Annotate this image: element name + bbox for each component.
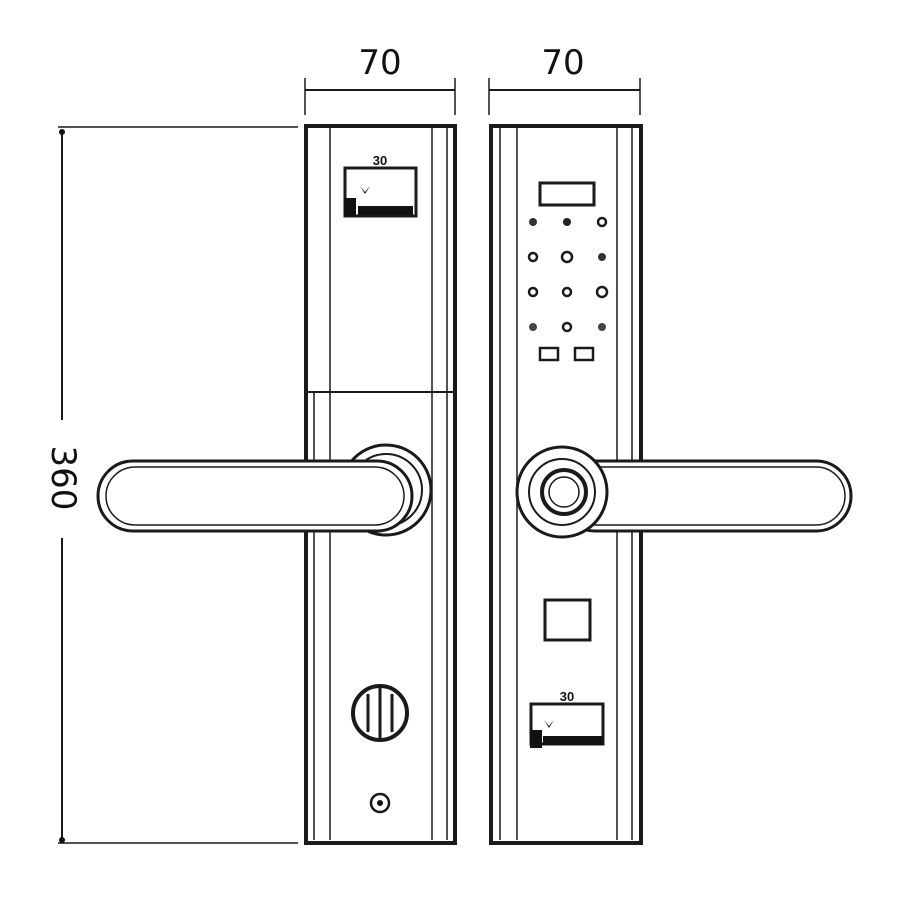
keypad-button — [529, 218, 537, 226]
dimension-back-width-label: 70 — [541, 43, 584, 83]
dimension-back-width: 70 — [488, 43, 641, 115]
fingerprint-sensor — [515, 445, 609, 539]
front-logo-number: 30 — [373, 153, 387, 168]
dimension-height: 360 — [43, 126, 298, 844]
dimension-height-label: 360 — [43, 446, 83, 511]
keypad-button — [560, 250, 574, 264]
card-reader-area — [543, 598, 592, 642]
lock-keypad-view: 30 — [489, 124, 853, 845]
emergency-keyhole-icon — [369, 792, 391, 814]
keypad-button — [598, 253, 606, 261]
keypad-button — [561, 286, 573, 298]
keypad-button — [563, 218, 571, 226]
front-logo-badge: 30 — [343, 153, 418, 218]
dimension-front-width: 70 — [304, 43, 456, 115]
keypad-function-button — [538, 346, 560, 362]
keypad-button — [527, 251, 539, 263]
keypad-button — [596, 216, 608, 228]
keypad-button — [527, 286, 539, 298]
keypad-button — [595, 285, 609, 299]
keypad-buttons — [527, 216, 609, 362]
back-logo-number: 30 — [560, 689, 574, 704]
back-logo-badge: 30 — [529, 689, 605, 748]
keypad-button — [561, 321, 573, 333]
display-screen — [538, 181, 596, 207]
key-cylinder — [351, 684, 409, 742]
keypad-button — [598, 323, 606, 331]
lock-front-view: 30 — [96, 124, 457, 845]
front-handle — [96, 459, 414, 533]
keypad-button — [529, 323, 537, 331]
dimension-front-width-label: 70 — [358, 43, 401, 83]
keypad-function-button — [573, 346, 595, 362]
